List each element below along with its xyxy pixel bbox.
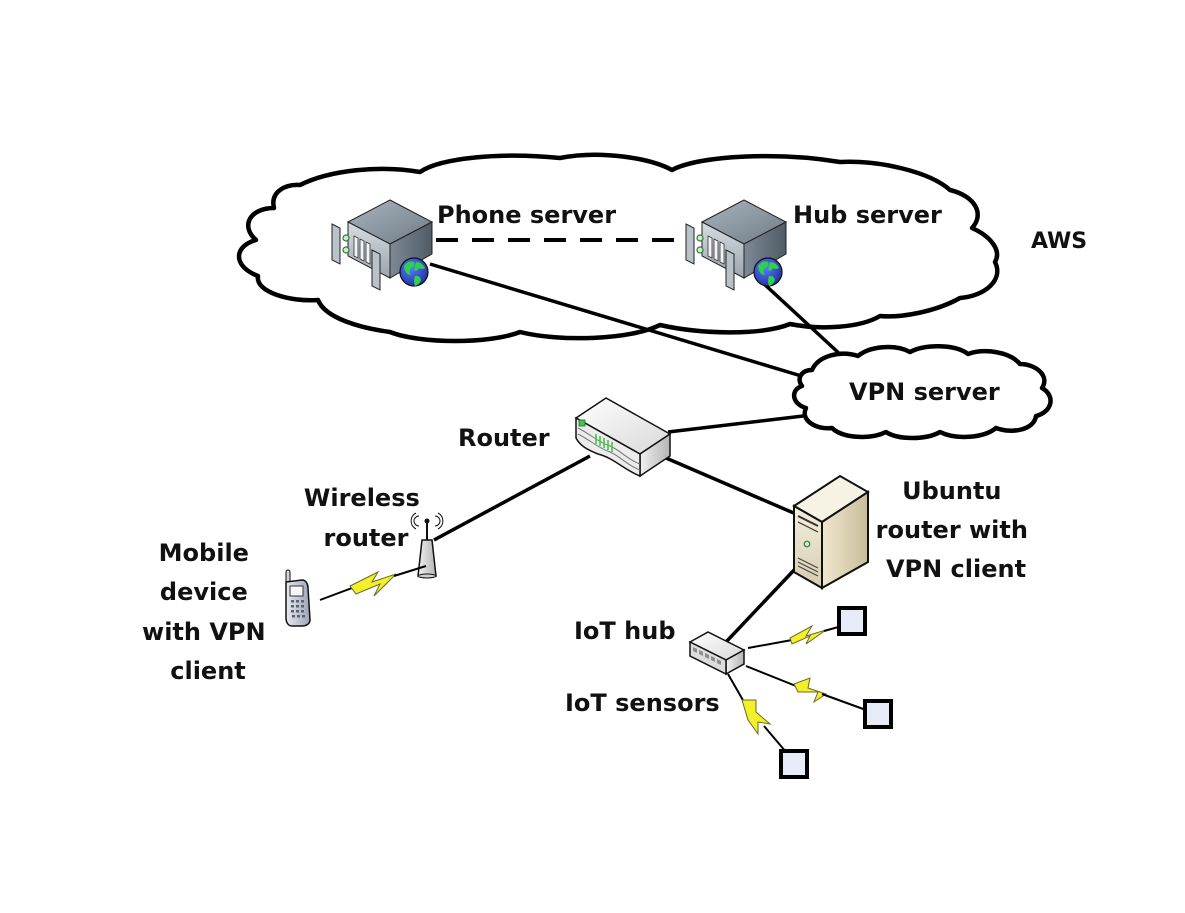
vpn-server-label: VPN server <box>849 378 1000 406</box>
mobile-device-node[interactable] <box>285 569 311 627</box>
wireless-link-mobile <box>319 565 427 601</box>
router-icon <box>574 397 672 478</box>
wireless-link-sensor-3 <box>727 673 787 753</box>
network-hub-icon <box>688 631 746 676</box>
mobile-phone-icon <box>285 569 311 627</box>
tower-pc-icon <box>792 474 870 590</box>
link-ubuntu-router-iot-hub <box>724 566 798 644</box>
lightning-bolt-icon <box>789 624 827 645</box>
wireless-link-sensor-1 <box>747 624 843 649</box>
phone-server-label: Phone server <box>437 201 616 229</box>
router-label: Router <box>458 424 550 452</box>
iot-hub-label: IoT hub <box>574 617 676 645</box>
wireless-router-label-line-2: router <box>324 524 409 552</box>
ubuntu-router-node[interactable] <box>792 474 870 590</box>
iot-sensor-2[interactable] <box>863 699 893 729</box>
iot-sensor-1[interactable] <box>837 606 867 636</box>
link-phone-server-vpn-server <box>429 262 809 380</box>
ubuntu-router-label: Ubuntu router with VPN client <box>876 477 1037 583</box>
wireless-link-sensor-2 <box>745 665 867 711</box>
aws-label: AWS <box>1031 229 1087 254</box>
mobile-device-label-line-1: Mobile <box>159 539 249 567</box>
link-hub-server-vpn-server <box>760 280 844 358</box>
mobile-device-label-line-2: device <box>160 578 248 606</box>
wireless-router-label: Wireless router <box>304 484 428 552</box>
iot-hub-node[interactable] <box>688 631 746 676</box>
lightning-bolt-icon <box>793 677 828 704</box>
iot-sensors-label: IoT sensors <box>565 689 720 717</box>
mobile-device-label-line-4: client <box>170 657 246 685</box>
aws-cloud <box>236 152 1000 344</box>
lightning-bolt-icon <box>349 570 397 597</box>
ubuntu-router-label-line-1: Ubuntu <box>902 477 1001 505</box>
link-router-ubuntu-router <box>665 456 797 516</box>
wireless-router-label-line-1: Wireless <box>304 484 420 512</box>
lightning-bolt-icon <box>741 699 772 736</box>
router-node[interactable] <box>574 397 672 478</box>
iot-sensor-3[interactable] <box>779 749 809 779</box>
ubuntu-router-label-line-2: router with <box>876 516 1028 544</box>
hub-server-label: Hub server <box>793 201 942 229</box>
ubuntu-router-label-line-3: VPN client <box>886 555 1026 583</box>
mobile-device-label-line-3: with VPN <box>142 618 266 646</box>
link-router-wireless-router <box>433 454 591 542</box>
link-router-vpn-server <box>667 412 821 434</box>
vpn-server-cloud <box>792 344 1053 441</box>
mobile-device-label: Mobile device with VPN client <box>142 539 274 685</box>
